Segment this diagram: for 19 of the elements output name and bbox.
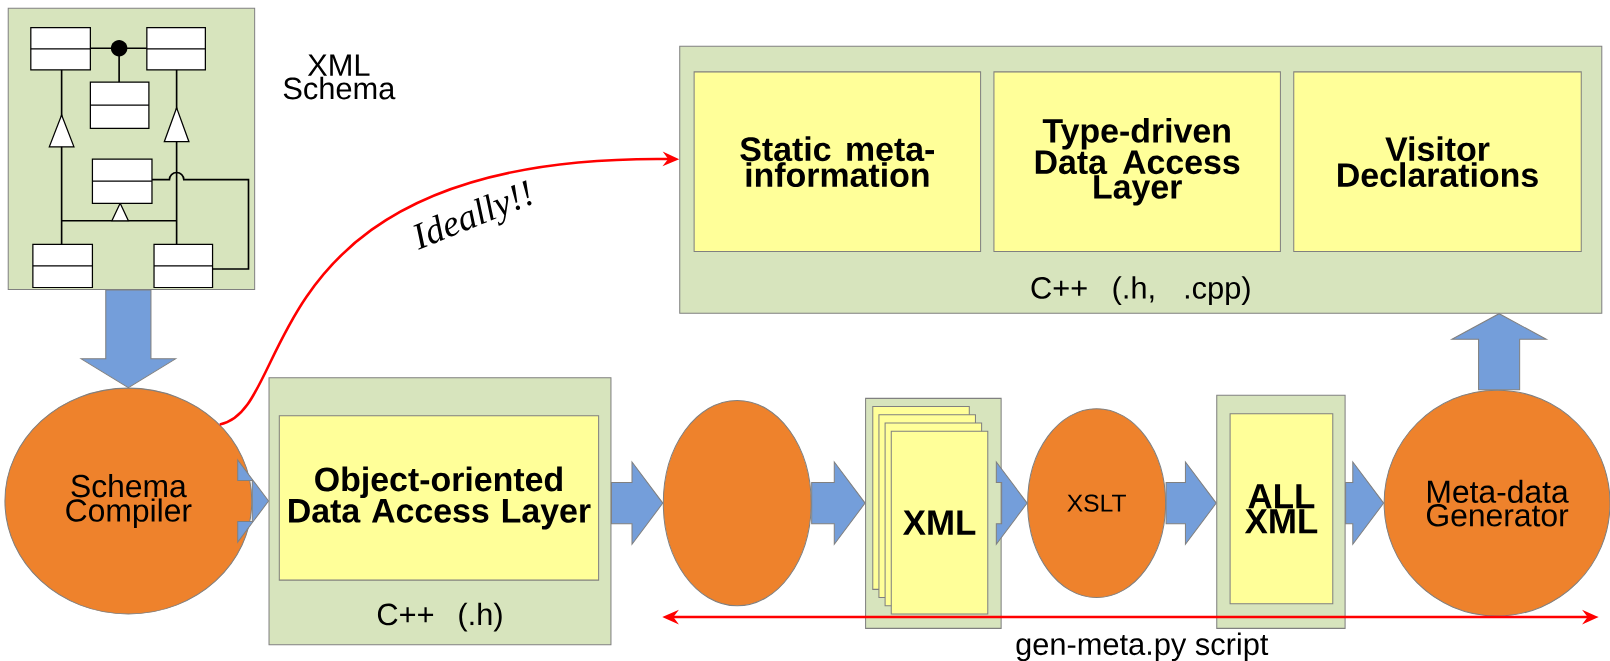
component-box: Type-driven Data Access Layer xyxy=(993,71,1281,252)
component-box: Object-oriented Data Access Layer xyxy=(278,415,600,581)
block-arrow xyxy=(237,458,270,544)
block-arrow xyxy=(1165,460,1217,546)
component-box: Visitor Declarations xyxy=(1293,71,1582,252)
span-label: gen-meta.py script xyxy=(1016,632,1269,661)
panel-caption: XML Schema xyxy=(283,54,396,100)
component-box: ALL XML xyxy=(1229,413,1334,605)
component-box: Static meta-information xyxy=(693,71,982,252)
block-arrow xyxy=(1345,460,1385,546)
process-ellipse xyxy=(662,399,812,607)
panel-caption: C++ (.h, .cpp) xyxy=(1031,276,1250,305)
block-arrow xyxy=(1449,313,1549,391)
panel-caption: C++ (.h) xyxy=(377,602,502,632)
document-stack: XML xyxy=(872,405,989,615)
block-arrow xyxy=(79,289,178,389)
block-arrow xyxy=(995,460,1028,546)
block-arrow xyxy=(610,460,664,546)
block-arrow xyxy=(811,460,866,546)
